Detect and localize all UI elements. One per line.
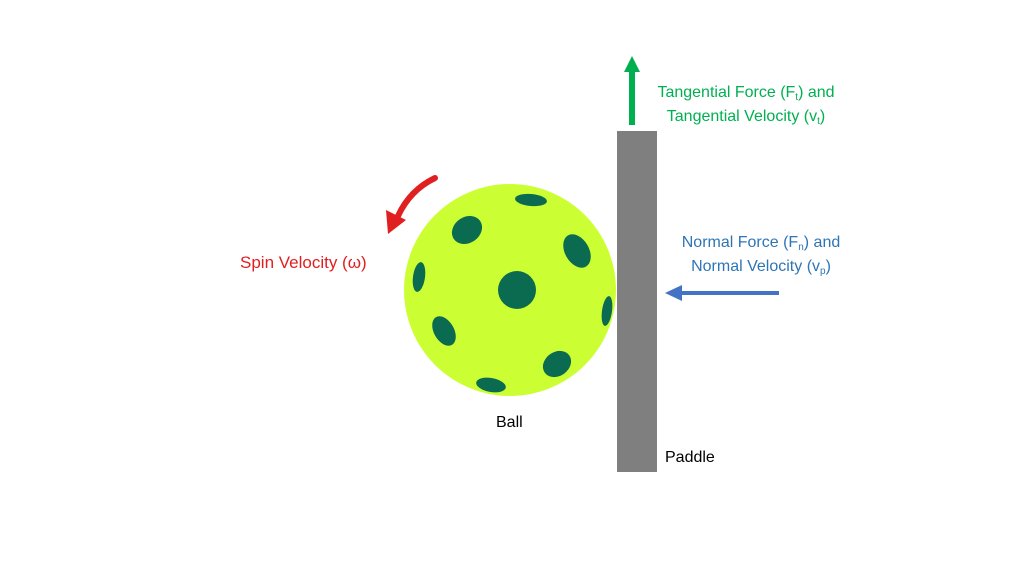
normal-velocity-text: Normal Velocity (v xyxy=(691,258,821,275)
tangential-velocity-end: ) xyxy=(819,108,826,125)
ball-hole xyxy=(476,377,506,393)
ball-hole xyxy=(432,316,456,346)
ball-hole xyxy=(451,215,483,245)
ball-hole xyxy=(601,296,613,326)
arrow-up-icon xyxy=(624,56,640,125)
tangential-text: Tangential Force (F xyxy=(657,84,796,101)
spin-label: Spin Velocity (ω) xyxy=(240,253,367,272)
normal-line-2: Normal Velocity (vp) xyxy=(670,255,852,279)
ball-hole xyxy=(515,193,547,207)
normal-velocity-end: ) xyxy=(825,258,831,275)
ball-hole xyxy=(563,234,591,268)
normal-line-1: Normal Force (Fn) and xyxy=(670,231,852,255)
tangential-line-2: Tangential Velocity (vt) xyxy=(646,105,846,129)
tangential-subscript: t xyxy=(795,92,799,103)
arrow-left-icon xyxy=(665,285,779,301)
tangential-label: Tangential Force (Ft) and Tangential Vel… xyxy=(646,81,846,129)
normal-text: Normal Force (F xyxy=(681,234,799,251)
normal-text-end: ) and xyxy=(803,234,841,251)
curved-arrow-icon xyxy=(386,175,438,234)
normal-velocity-subscript: p xyxy=(820,266,826,277)
paddle xyxy=(617,131,657,472)
tangential-velocity-subscript: t xyxy=(817,116,820,127)
tangential-line-1: Tangential Force (Ft) and xyxy=(646,81,846,105)
tangential-text-end: ) and xyxy=(798,84,835,101)
ball xyxy=(404,184,616,396)
ball-hole xyxy=(498,271,536,309)
normal-subscript: n xyxy=(798,242,804,253)
normal-label: Normal Force (Fn) and Normal Velocity (v… xyxy=(670,231,852,279)
tangential-velocity-text: Tangential Velocity (v xyxy=(666,108,818,125)
ball-hole xyxy=(412,262,426,292)
ball-hole xyxy=(542,350,572,378)
ball-label: Ball xyxy=(496,414,523,431)
paddle-label: Paddle xyxy=(665,449,715,466)
